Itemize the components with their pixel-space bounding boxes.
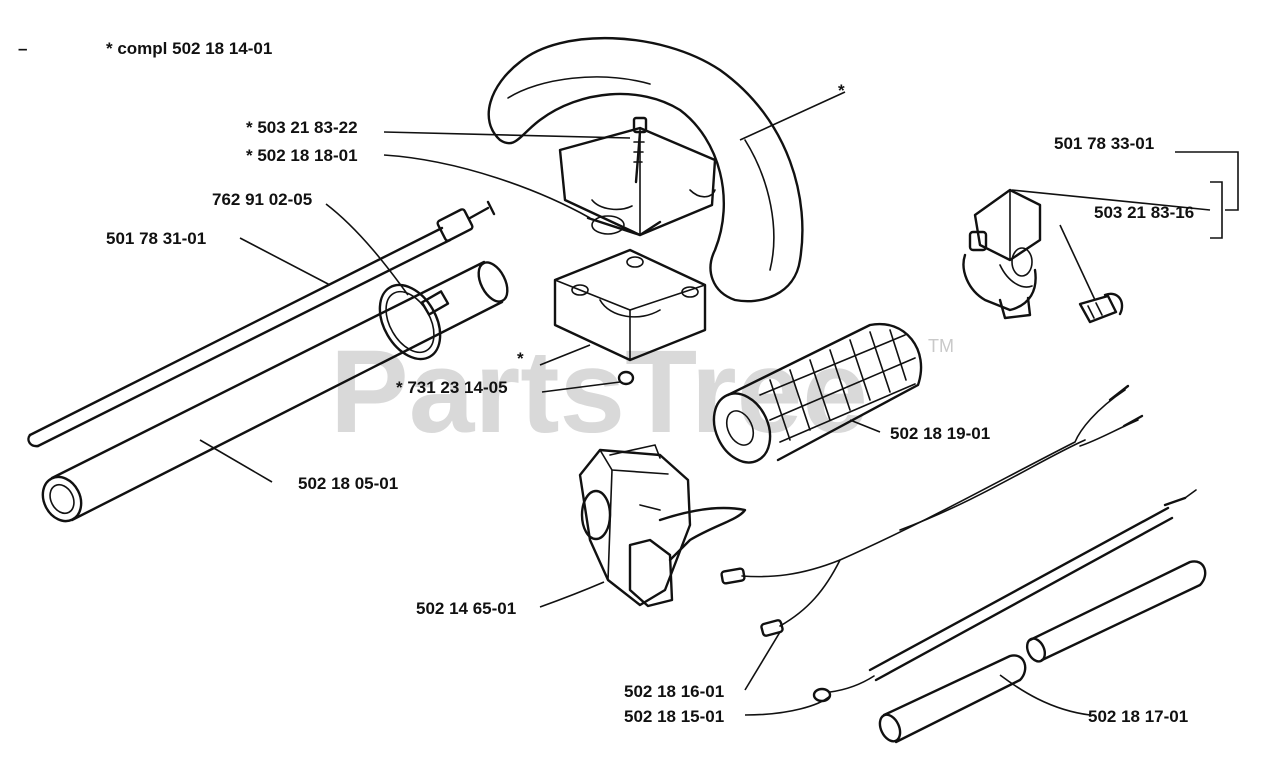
screw-bracket[interactable] [1078, 292, 1124, 324]
handle-clamp-lower[interactable] [553, 248, 707, 362]
label-503-21-83-22: * 503 21 83-22 [246, 118, 358, 137]
screw-503-21-83-22[interactable] [632, 116, 648, 184]
leader-lines [199, 91, 1239, 716]
label-731-23-14-05: * 731 23 14-05 [396, 378, 508, 397]
label-502-18-19-01: 502 18 19-01 [890, 424, 990, 443]
throttle-housing[interactable] [578, 444, 747, 608]
drive-shaft[interactable] [27, 200, 496, 448]
header-dash: – [18, 39, 27, 58]
handle-grip[interactable] [703, 322, 923, 472]
label-502-18-16-01: 502 18 16-01 [624, 682, 724, 701]
label-501-78-33-01: 501 78 33-01 [1054, 134, 1154, 153]
wire-harness[interactable] [720, 384, 1144, 637]
loop-handle[interactable] [487, 36, 804, 303]
label-502-18-05-01: 502 18 05-01 [298, 474, 398, 493]
label-handle-star: * [838, 81, 845, 100]
hose-clamp[interactable] [367, 274, 452, 369]
label-502-18-17-01: 502 18 17-01 [1088, 707, 1188, 726]
label-762-91-02-05: 762 91 02-05 [212, 190, 312, 209]
label-501-78-31-01: 501 78 31-01 [106, 229, 206, 248]
nut-731-23-14-05[interactable] [617, 370, 635, 386]
label-clamp-star: * [517, 349, 524, 368]
ignition-wire[interactable] [812, 489, 1197, 703]
shaft-sleeves[interactable] [876, 560, 1207, 744]
bracket-assembly[interactable] [962, 188, 1042, 320]
shaft-tube[interactable] [36, 258, 514, 528]
watermark-brand: PartsTree [330, 326, 868, 458]
compl-label: * compl 502 18 14-01 [106, 39, 272, 58]
label-502-14-65-01: 502 14 65-01 [416, 599, 516, 618]
label-503-21-83-16: 503 21 83-16 [1094, 203, 1194, 222]
label-502-18-15-01: 502 18 15-01 [624, 707, 724, 726]
watermark-trademark: TM [928, 336, 954, 356]
label-502-18-18-01: * 502 18 18-01 [246, 146, 358, 165]
